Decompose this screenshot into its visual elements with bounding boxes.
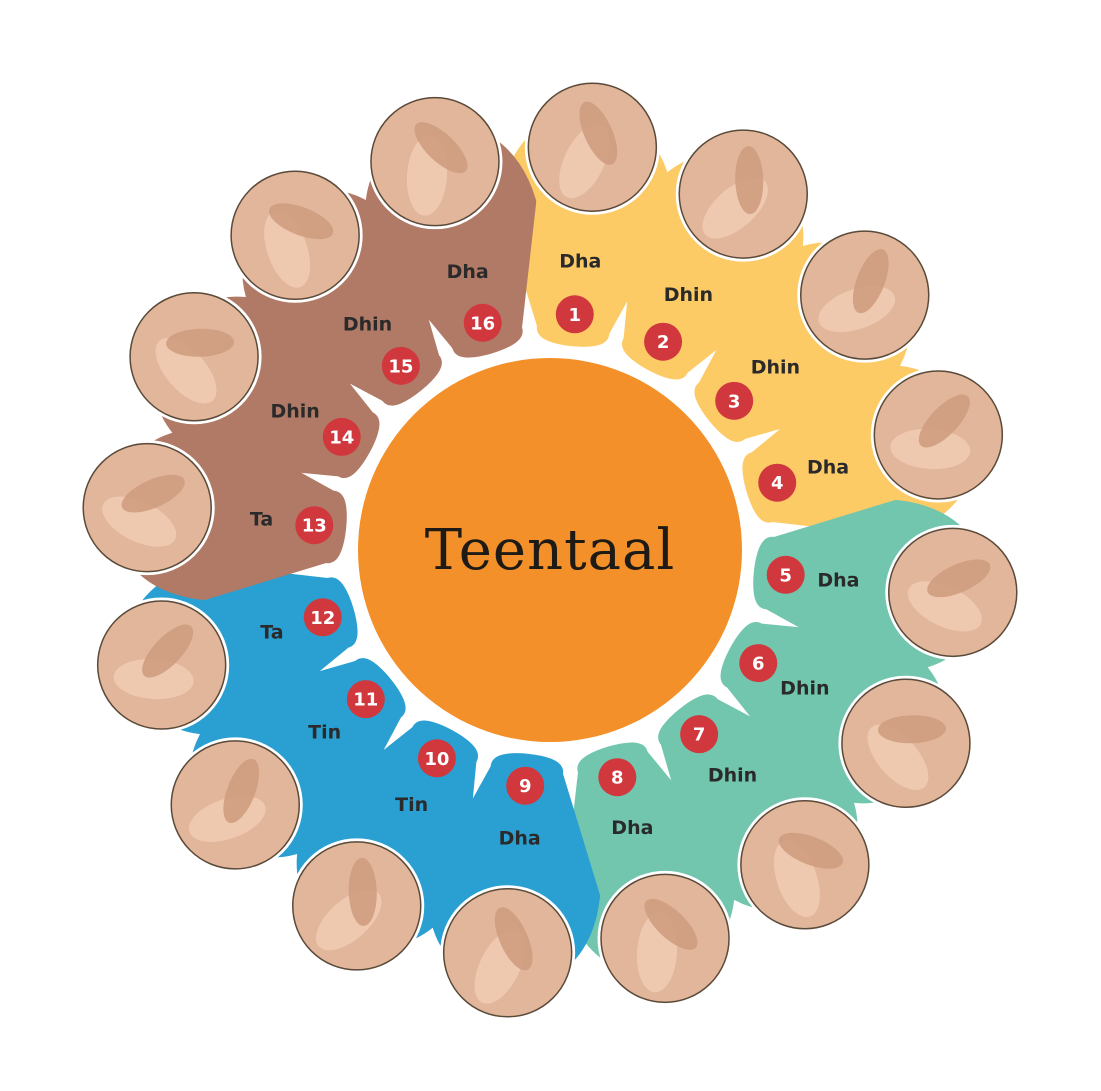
beat-bol: Dhin bbox=[751, 356, 800, 378]
center-circle bbox=[358, 358, 742, 742]
beat-number: 6 bbox=[752, 654, 765, 675]
beat-bol: Ta bbox=[260, 621, 283, 643]
beat-number: 13 bbox=[302, 516, 327, 537]
beat-number: 3 bbox=[728, 391, 741, 412]
beat-bol: Tin bbox=[395, 794, 428, 816]
beat-bol: Dhin bbox=[270, 401, 319, 423]
beat-bol: Tin bbox=[308, 722, 341, 744]
beat-number: 11 bbox=[353, 690, 378, 711]
beat-bol: Dha bbox=[611, 817, 653, 839]
beat-bol: Dha bbox=[559, 251, 601, 273]
beat-number: 12 bbox=[310, 608, 335, 629]
beat-bol: Ta bbox=[250, 509, 273, 531]
beat-number: 4 bbox=[771, 473, 784, 494]
beat-number: 2 bbox=[657, 332, 670, 353]
beat-number: 8 bbox=[611, 768, 624, 789]
beat-bol: Dhin bbox=[780, 677, 829, 699]
beat-bol: Dhin bbox=[664, 284, 713, 306]
beat-number: 1 bbox=[569, 305, 582, 326]
beat-bol: Dha bbox=[817, 569, 859, 591]
beat-number: 10 bbox=[424, 749, 449, 770]
beat-bol: Dhin bbox=[708, 764, 757, 786]
beat-number: 7 bbox=[693, 725, 706, 746]
beat-number: 14 bbox=[329, 427, 354, 448]
beat-number: 16 bbox=[470, 313, 495, 334]
beat-bol: Dha bbox=[447, 261, 489, 283]
beat-bol: Dha bbox=[807, 457, 849, 479]
beat-number: 5 bbox=[779, 565, 792, 586]
beat-bol: Dhin bbox=[343, 314, 392, 336]
beat-number: 9 bbox=[519, 776, 532, 797]
beat-bol: Dha bbox=[499, 827, 541, 849]
beat-number: 15 bbox=[388, 356, 413, 377]
